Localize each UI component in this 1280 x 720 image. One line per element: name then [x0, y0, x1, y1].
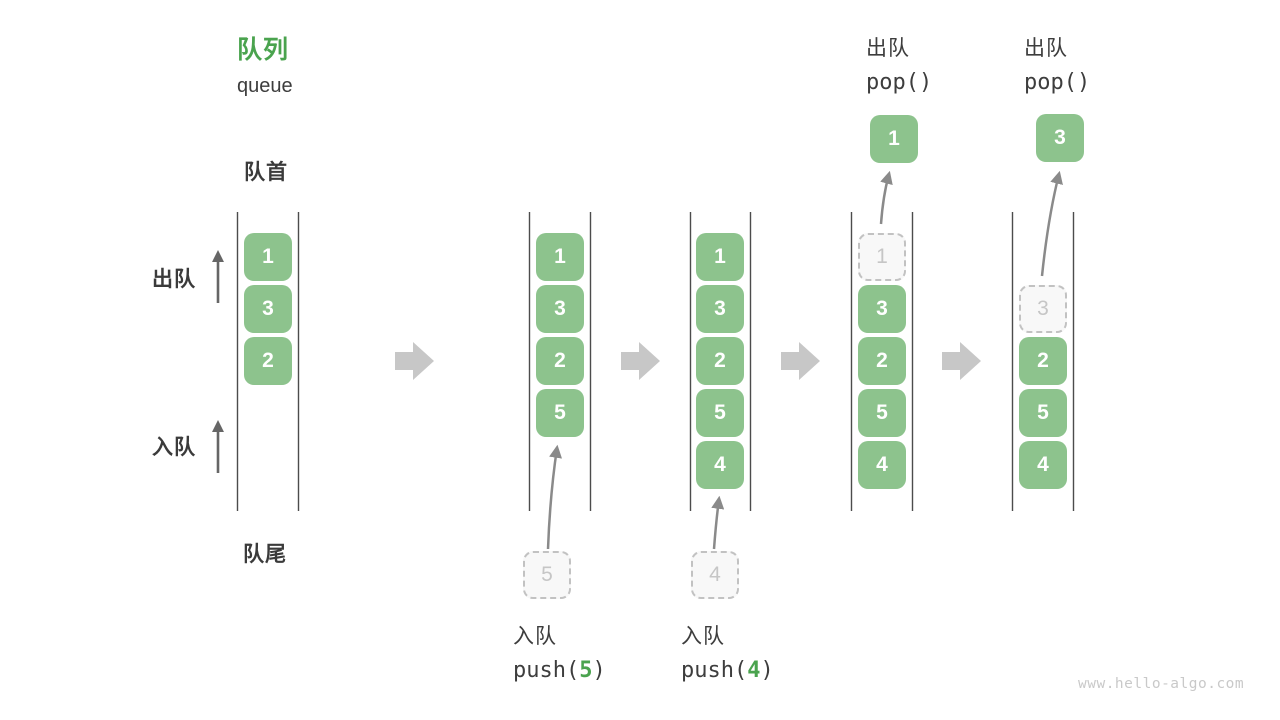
- pop1-operation-label: 出队 pop(): [866, 32, 932, 95]
- push4-code-close: ): [760, 658, 774, 683]
- push4-arrow-icon: [711, 495, 725, 550]
- queue3-item: 4: [696, 441, 744, 489]
- queue-columns: [236, 212, 1075, 511]
- push5-code-arg: 5: [579, 658, 593, 683]
- queue4-item: 2: [858, 337, 906, 385]
- queue3-item: 2: [696, 337, 744, 385]
- push5-label-zh: 入队: [513, 625, 557, 648]
- push4-code-arg: 4: [747, 658, 761, 683]
- queue1-item: 1: [244, 233, 292, 281]
- dequeue-side-label: 出队: [152, 268, 196, 291]
- push4-code-open: push(: [681, 658, 748, 683]
- next-step-arrow-icon: [395, 342, 434, 380]
- next-step-arrow-icon: [942, 342, 981, 380]
- queue5-item: 2: [1019, 337, 1067, 385]
- watermark: www.hello-algo.com: [1078, 676, 1245, 692]
- queue3-item: 5: [696, 389, 744, 437]
- staged-push-value-5: 5: [523, 551, 571, 599]
- title-en: queue: [237, 75, 293, 97]
- queue2-item: 2: [536, 337, 584, 385]
- staged-push-value-4: 4: [691, 551, 739, 599]
- pop2-operation-label: 出队 pop(): [1024, 32, 1090, 95]
- push5-code: push(5): [513, 658, 606, 683]
- pop1-label-zh: 出队: [866, 37, 910, 60]
- rear-label: 队尾: [243, 543, 287, 566]
- next-step-arrow-icon: [781, 342, 820, 380]
- queue1-item: 3: [244, 285, 292, 333]
- operation-arrows: [546, 170, 1063, 550]
- queue4-removed-slot: 1: [858, 233, 906, 281]
- pop1-code: pop(): [866, 70, 933, 95]
- state-transition-arrows: [395, 342, 981, 380]
- push4-operation-label: 入队 push(4): [681, 620, 774, 683]
- queue5-item: 5: [1019, 389, 1067, 437]
- pop2-label-zh: 出队: [1024, 37, 1068, 60]
- queue5-item: 4: [1019, 441, 1067, 489]
- queue4-item: 3: [858, 285, 906, 333]
- figure-title: 队列 queue: [237, 30, 293, 98]
- queue3-item: 3: [696, 285, 744, 333]
- queue4-item: 4: [858, 441, 906, 489]
- queue2-item: 3: [536, 285, 584, 333]
- queue3-item: 1: [696, 233, 744, 281]
- enqueue-side-label: 入队: [152, 436, 196, 459]
- queue1-item: 2: [244, 337, 292, 385]
- queue5-removed-slot: 3: [1019, 285, 1067, 333]
- push5-code-open: push(: [513, 658, 580, 683]
- push5-operation-label: 入队 push(5): [513, 620, 606, 683]
- push5-code-close: ): [592, 658, 606, 683]
- pop1-arrow-icon: [879, 170, 893, 225]
- push5-arrow-icon: [546, 444, 562, 550]
- front-label: 队首: [244, 161, 288, 184]
- pop2-code: pop(): [1024, 70, 1091, 95]
- queue4-item: 5: [858, 389, 906, 437]
- popped-value-1: 1: [870, 115, 918, 163]
- popped-value-2: 3: [1036, 114, 1084, 162]
- queue2-item: 5: [536, 389, 584, 437]
- push4-code: push(4): [681, 658, 774, 683]
- pop2-arrow-icon: [1040, 170, 1063, 277]
- next-step-arrow-icon: [621, 342, 660, 380]
- push4-label-zh: 入队: [681, 625, 725, 648]
- title-zh: 队列: [237, 36, 290, 64]
- queue2-item: 1: [536, 233, 584, 281]
